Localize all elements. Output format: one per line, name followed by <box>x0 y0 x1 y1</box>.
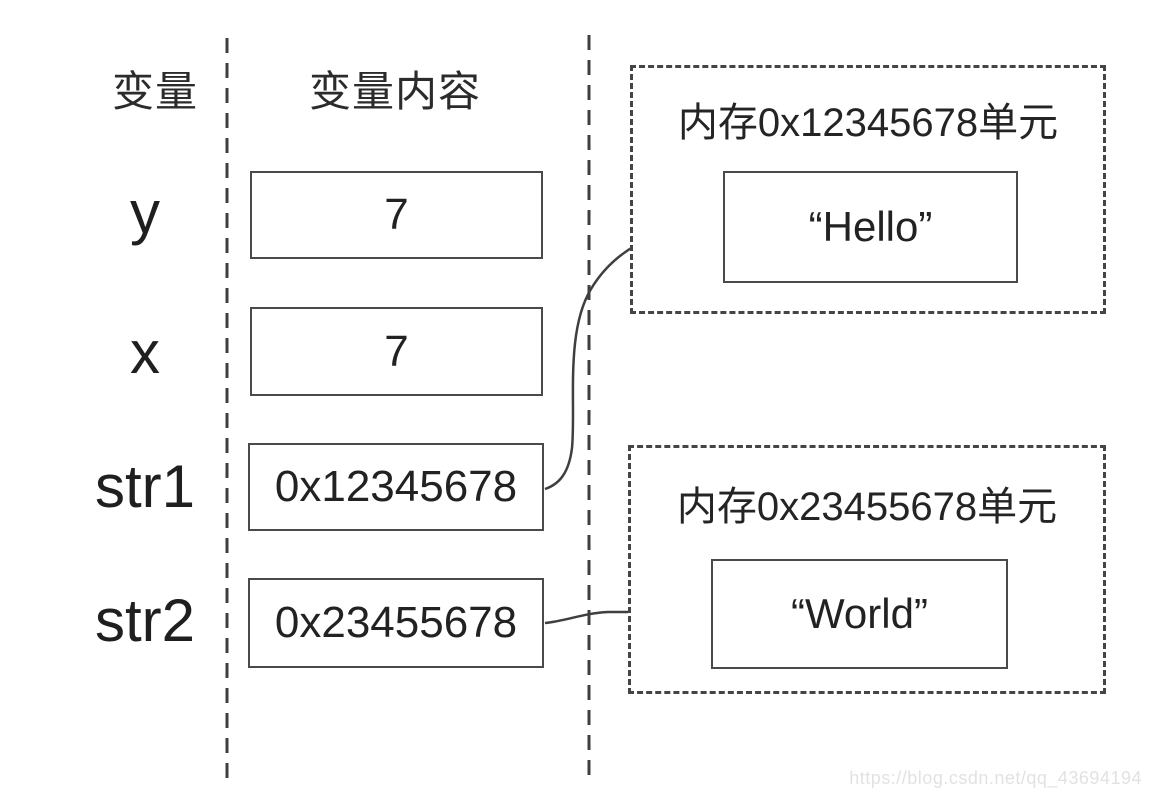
value-box-str1: 0x12345678 <box>248 443 544 531</box>
value-box-y: 7 <box>250 171 543 259</box>
memory-value-box-world: “World” <box>711 559 1008 669</box>
contents-column-header: 变量内容 <box>308 68 481 115</box>
memory-unit-0x23455678: 内存0x23455678单元 “World” <box>628 445 1106 694</box>
memory-unit-title: 内存0x12345678单元 <box>677 101 1059 145</box>
variable-label-y: y <box>130 179 160 246</box>
memory-value-box-hello: “Hello” <box>723 171 1018 283</box>
variable-label-x: x <box>130 319 160 386</box>
watermark-url: https://blog.csdn.net/qq_43694194 <box>849 768 1142 788</box>
variables-column-header: 变量 <box>111 68 198 115</box>
memory-unit-0x12345678: 内存0x12345678单元 “Hello” <box>630 65 1106 314</box>
memory-unit-title: 内存0x23455678单元 <box>676 485 1058 529</box>
value-box-x: 7 <box>250 307 543 396</box>
variable-label-str1: str1 <box>94 453 196 520</box>
variable-label-str2: str2 <box>94 587 196 654</box>
value-box-str2: 0x23455678 <box>248 578 544 668</box>
